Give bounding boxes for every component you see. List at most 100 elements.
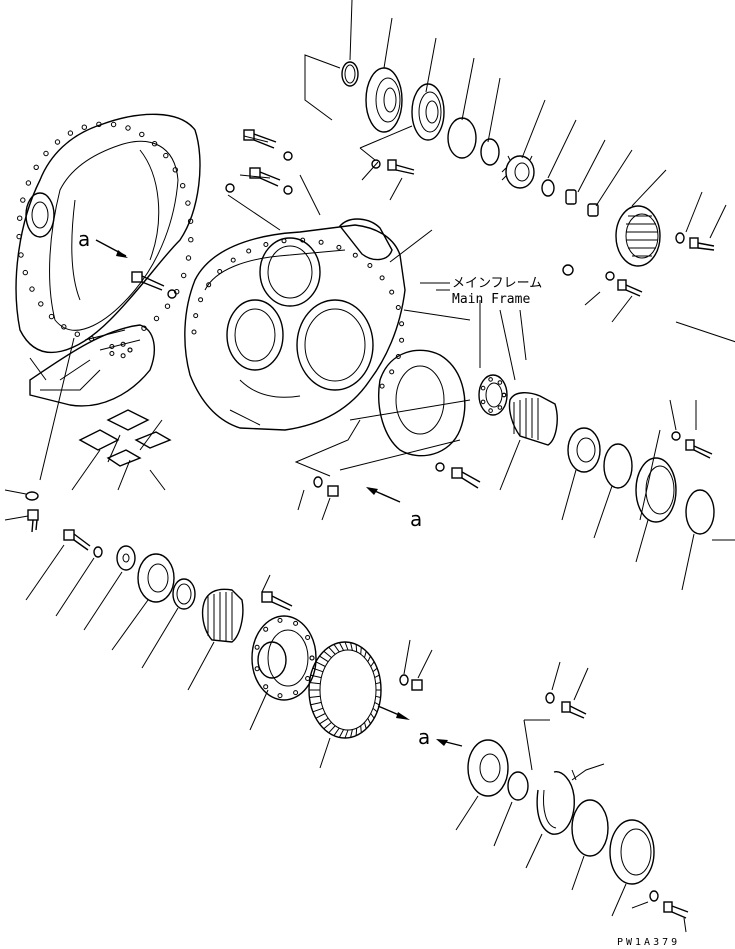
bolt-hole [230,257,236,263]
bolt-set-top-center [371,159,415,175]
bolt-hole [43,150,49,157]
gear-tooth [360,647,362,655]
bolt-hole [246,248,252,254]
bolt-hole [109,344,115,349]
bolt-hole [61,324,67,330]
bolt-hole [277,617,283,623]
bolt-hole [263,242,269,247]
bolt-hole [22,269,28,276]
main-frame-label-en: Main Frame [452,292,530,307]
pinion-gear-bottom [201,588,244,643]
callout-leader-lines-bottom-right [455,661,687,933]
gear-tooth [355,644,358,653]
ring-gear-bottom [308,641,382,739]
bolt-hole [217,269,223,274]
ref-a-top-label: a [78,227,90,251]
nut-top [587,203,599,217]
bolt-bottom-left [63,529,91,551]
gear-tooth [375,695,381,698]
washer-bottom-left [93,546,103,558]
gear-tooth [338,642,345,651]
bolt-hole [67,130,74,136]
bolt-hole [33,164,39,171]
bolt-hole [18,252,24,258]
housing-cover-bolt-holes [16,121,194,342]
bolt-washer-right-middle [671,431,713,459]
callout-leader-lines-top [304,0,727,239]
bolt-hole [109,351,115,356]
pin-top [565,189,577,205]
cover-plate-frame-top [339,218,393,261]
bolt-hole [187,218,194,224]
callout-leader-lines-bottom-left [25,544,331,769]
bolt-hole [120,341,126,347]
bolt-hole [151,141,158,147]
o-ring-bottom-right [571,799,609,857]
bolt-hole [127,347,133,353]
bolt-washer-left [4,489,39,533]
bolt-hole [96,121,102,128]
bolt-hole [185,255,192,261]
bolt-hole [300,237,306,243]
bolt-hole [389,289,395,295]
bolt-hole [305,635,311,640]
gear-tooth [374,674,380,679]
bolts-frame-bottom [294,419,481,521]
bolt-hole [395,305,401,310]
gear-tooth [355,727,358,736]
gear-tooth [364,651,367,658]
bolt-hole [193,313,199,319]
bolt-hole [185,200,191,206]
bearing-housing-top-right [615,205,661,267]
gear-tooth [370,661,375,667]
ref-a-top: a [78,227,128,258]
bolt-hole [488,377,493,382]
gear-tooth [372,667,378,673]
ref-a-middle-label: a [410,507,422,531]
bolt-hole [488,408,493,413]
oil-seal-top [411,83,445,141]
bolt-hole [293,620,299,626]
bolt-hole [74,331,81,337]
bearing-bottom-right [467,739,509,797]
gear-tooth [344,641,349,651]
bolt-hole [81,124,88,130]
bolt-hole [399,321,405,327]
gear-tooth [364,722,367,729]
gear-tooth [319,717,329,725]
bolt-hole [367,263,373,268]
bolt-hole [497,380,503,385]
gear-tooth [312,667,324,673]
bolt-hole [352,252,358,258]
bolt-hole [389,369,395,375]
gear-tooth [350,642,353,651]
bolt-hole [336,244,342,250]
bolt-hole [309,655,315,661]
bolt-hole [54,139,61,145]
bolt-hole [25,180,32,186]
gear-tooth [370,713,375,719]
main-frame-label-jp: メインフレーム [452,276,542,291]
pinion-shaft-right [508,392,558,446]
washer-top-small [541,179,555,197]
gear-tooth [310,674,322,679]
bolt-hole [318,239,324,245]
bolt-hole [20,197,26,203]
bolt-hole [180,183,186,189]
o-ring-right-outer [685,489,715,535]
bolt-washer-bottom-right [545,692,689,919]
bolt-hole [399,337,405,343]
bearing-frame-side [478,374,508,416]
gear-tooth [338,729,345,738]
gear-tooth [367,718,371,725]
gear-tooth [375,682,381,685]
bolt-hole [480,385,486,391]
gear-tooth [372,707,378,713]
o-ring-top-large [447,117,477,159]
shim-plates [78,409,172,467]
gear-tooth [328,646,336,655]
bearing-cup-bottom-right [609,819,655,885]
ref-a-bottom-label: a [418,725,430,749]
bolt-hole [188,237,194,243]
bolt-hole [17,215,23,221]
